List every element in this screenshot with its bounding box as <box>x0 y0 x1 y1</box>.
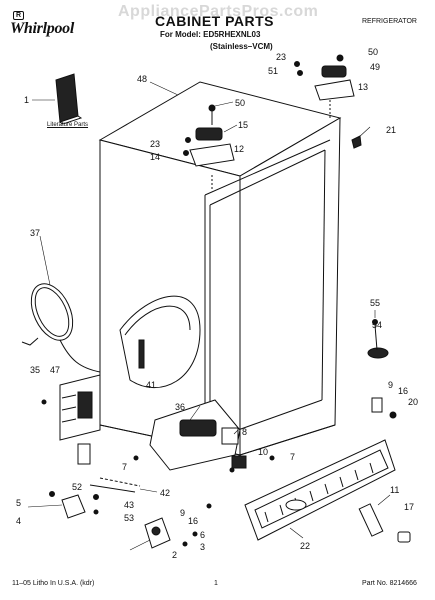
callout-17: 17 <box>404 502 414 512</box>
callout-43: 43 <box>124 500 134 510</box>
callout-16b: 16 <box>188 516 198 526</box>
brand-badge: R <box>13 11 24 20</box>
brand-name: Whirlpool <box>10 20 74 37</box>
callout-13: 13 <box>358 82 368 92</box>
callout-1: 1 <box>24 95 29 105</box>
footer-litho: 11–05 Litho In U.S.A. (kdr) <box>12 580 95 587</box>
top-hinge-left <box>183 104 235 190</box>
small-screws <box>41 399 275 547</box>
callout-35: 35 <box>30 365 40 375</box>
callout-6: 6 <box>200 530 205 540</box>
cabinet-body <box>98 81 342 456</box>
callout-51: 51 <box>268 66 278 76</box>
top-hinge-right <box>294 54 355 118</box>
literature-label: Literature Parts <box>47 122 89 128</box>
callout-15: 15 <box>238 120 248 130</box>
callout-2: 2 <box>172 550 177 560</box>
finish-line: (Stainless–VCM) <box>210 42 273 51</box>
callout-7a: 7 <box>290 452 295 462</box>
callout-7b: 7 <box>122 462 127 472</box>
footer-part-number: Part No. 8214666 <box>362 580 417 587</box>
callout-14: 14 <box>150 152 160 162</box>
callout-49: 49 <box>370 62 380 72</box>
toe-grille <box>244 439 396 541</box>
leveling-leg <box>367 319 389 359</box>
drain-trough-assembly <box>149 399 247 471</box>
callout-labels: 48 50 15 23 12 14 1 23 51 50 49 13 21 37… <box>16 47 418 560</box>
callout-36: 36 <box>175 402 185 412</box>
callout-42: 42 <box>160 488 170 498</box>
brand-logo: R Whirlpool <box>10 11 74 38</box>
callout-47: 47 <box>50 365 60 375</box>
roller-left <box>61 494 171 549</box>
footer-page-number: 1 <box>214 580 218 587</box>
hinge-bracket-bottom <box>49 443 141 500</box>
roller-right <box>371 397 397 419</box>
callout-23b: 23 <box>276 52 286 62</box>
callout-52: 52 <box>72 482 82 492</box>
callout-21: 21 <box>386 125 396 135</box>
callout-10: 10 <box>258 447 268 457</box>
rear-access-panel <box>59 374 101 441</box>
callout-55: 55 <box>370 298 380 308</box>
callout-9a: 9 <box>388 380 393 390</box>
callout-54: 54 <box>372 320 382 330</box>
literature-booklet <box>55 73 83 125</box>
callout-4: 4 <box>16 516 21 526</box>
page-title: CABINET PARTS <box>155 13 275 29</box>
callout-16a: 16 <box>398 386 408 396</box>
callout-48: 48 <box>137 74 147 84</box>
callout-12: 12 <box>234 144 244 154</box>
callout-50a: 50 <box>235 98 245 108</box>
power-cord <box>21 283 101 373</box>
watermark: AppliancePartsPros.com <box>118 3 319 20</box>
hinge-cover <box>351 135 362 149</box>
callout-41: 41 <box>146 380 156 390</box>
model-line: For Model: ED5RHEXNL03 <box>160 30 261 39</box>
callout-11: 11 <box>390 485 399 495</box>
callout-23a: 23 <box>150 139 160 149</box>
callout-9b: 9 <box>180 508 185 518</box>
callout-37: 37 <box>30 228 40 238</box>
leader-lines <box>27 81 391 551</box>
callout-53: 53 <box>124 513 134 523</box>
water-filter <box>358 503 411 543</box>
category-label: REFRIGERATOR <box>362 18 417 25</box>
callout-22: 22 <box>300 541 310 551</box>
callout-8: 8 <box>242 427 247 437</box>
callout-50b: 50 <box>368 47 378 57</box>
shelf-support <box>138 339 145 369</box>
callout-20: 20 <box>408 397 418 407</box>
callout-5: 5 <box>16 498 21 508</box>
callout-3: 3 <box>200 542 205 552</box>
